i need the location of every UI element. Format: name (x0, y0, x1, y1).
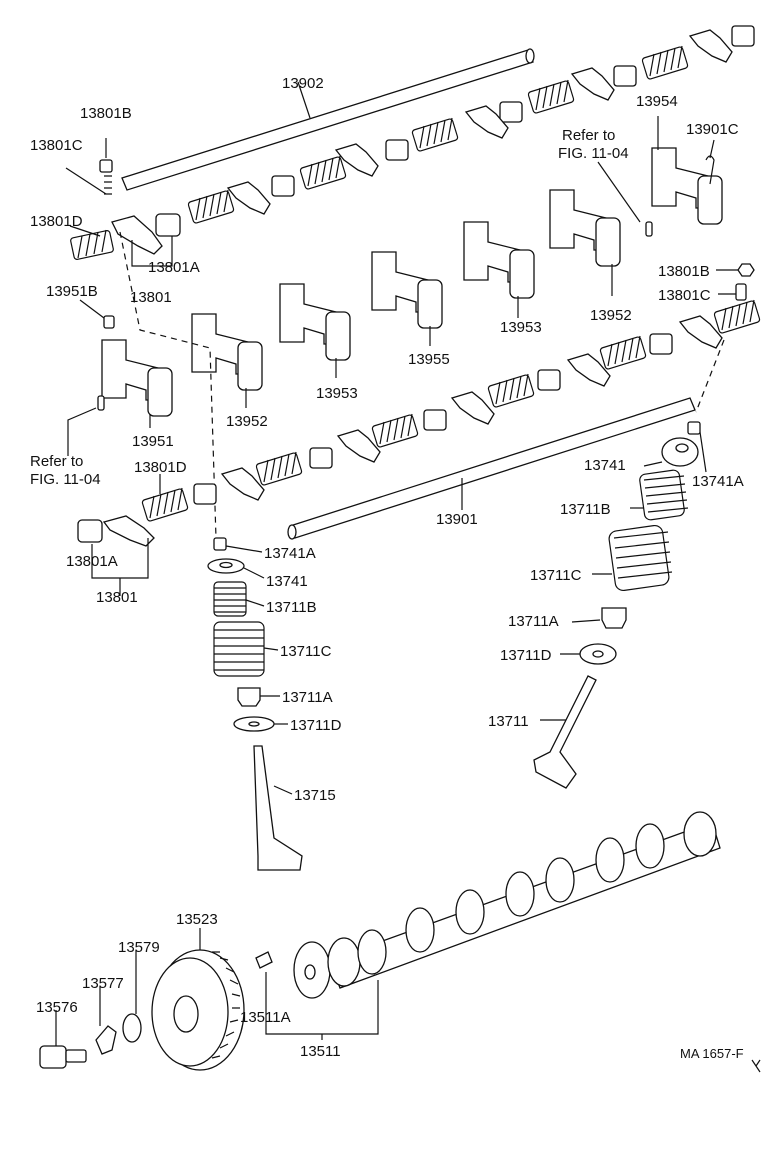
upper-rocker-shaft-13902 (121, 48, 535, 191)
label-13741-right: 13741 (584, 457, 626, 474)
label-13576: 13576 (36, 999, 78, 1016)
label-13711C-right: 13711C (530, 567, 582, 584)
label-13801B-top: 13801B (80, 105, 132, 122)
label-13952-lower: 13952 (226, 413, 268, 430)
label-13711A-left: 13711A (282, 689, 333, 706)
upper-rocker-arms (226, 25, 755, 215)
label-13711B-right: 13711B (560, 501, 611, 518)
corner-mark (751, 1059, 761, 1073)
label-13711D-left: 13711D (290, 717, 342, 734)
label-13901C: 13901C (686, 121, 739, 138)
part-labels: 13902 13801B 13801C 13801D 13801A 13801 … (30, 75, 744, 1061)
label-13577: 13577 (82, 975, 124, 992)
right-valve-stack (533, 421, 707, 789)
label-13579: 13579 (118, 939, 160, 956)
label-13951B: 13951B (46, 283, 98, 300)
label-13711D-right: 13711D (500, 647, 552, 664)
timing-gear-13523 (151, 928, 245, 1071)
label-13801C-right: 13801C (658, 287, 711, 304)
label-13715: 13715 (294, 787, 336, 804)
label-13801C-top: 13801C (30, 137, 83, 154)
label-13801A-top: 13801A (148, 259, 200, 276)
label-13511A: 13511A (240, 1009, 291, 1026)
label-13902: 13902 (282, 75, 324, 92)
label-13741A-right: 13741A (692, 473, 744, 490)
label-13741A-left: 13741A (264, 545, 316, 562)
label-13523: 13523 (176, 911, 218, 928)
gear-fasteners (39, 950, 142, 1069)
label-13801D-lower: 13801D (134, 459, 187, 476)
refer-to-line2-lower: FIG. 11-04 (30, 471, 101, 488)
rocker-arm-13801-lower (77, 474, 161, 596)
left-valve-stack (207, 537, 303, 871)
refer-to-line1-upper: Refer to (562, 127, 615, 144)
label-13801-top: 13801 (130, 289, 172, 306)
label-13741-left: 13741 (266, 573, 308, 590)
camshaft-13511 (255, 811, 721, 1040)
label-13511: 13511 (300, 1043, 341, 1060)
label-13801A-lower: 13801A (66, 553, 118, 570)
label-13801B-right: 13801B (658, 263, 710, 280)
label-13711: 13711 (488, 713, 529, 730)
dashed-guide-lines (119, 231, 725, 539)
upper-rocker-supports (67, 116, 755, 456)
label-13952-upper: 13952 (590, 307, 632, 324)
lower-rocker-shaft-13901 (287, 397, 696, 540)
label-13901: 13901 (436, 511, 478, 528)
label-13954: 13954 (636, 93, 678, 110)
label-13951: 13951 (132, 433, 174, 450)
drawing-code: MA 1657-F (680, 1046, 744, 1061)
label-13711C-left: 13711C (280, 643, 332, 660)
label-13801-lower: 13801 (96, 589, 138, 606)
refer-to-line1-lower: Refer to (30, 453, 83, 470)
label-13953-lower: 13953 (316, 385, 358, 402)
label-13711A-right: 13711A (508, 613, 559, 630)
label-13711B-left: 13711B (266, 599, 317, 616)
lower-shaft-springs (141, 299, 761, 522)
refer-to-line2-upper: FIG. 11-04 (558, 145, 629, 162)
upper-shaft-springs (187, 45, 689, 224)
rocker-arm-13801-upper (65, 138, 181, 267)
label-13953-upper: 13953 (500, 319, 542, 336)
label-13955: 13955 (408, 351, 450, 368)
label-13801D-top: 13801D (30, 213, 83, 230)
lower-rocker-arms (193, 315, 723, 505)
